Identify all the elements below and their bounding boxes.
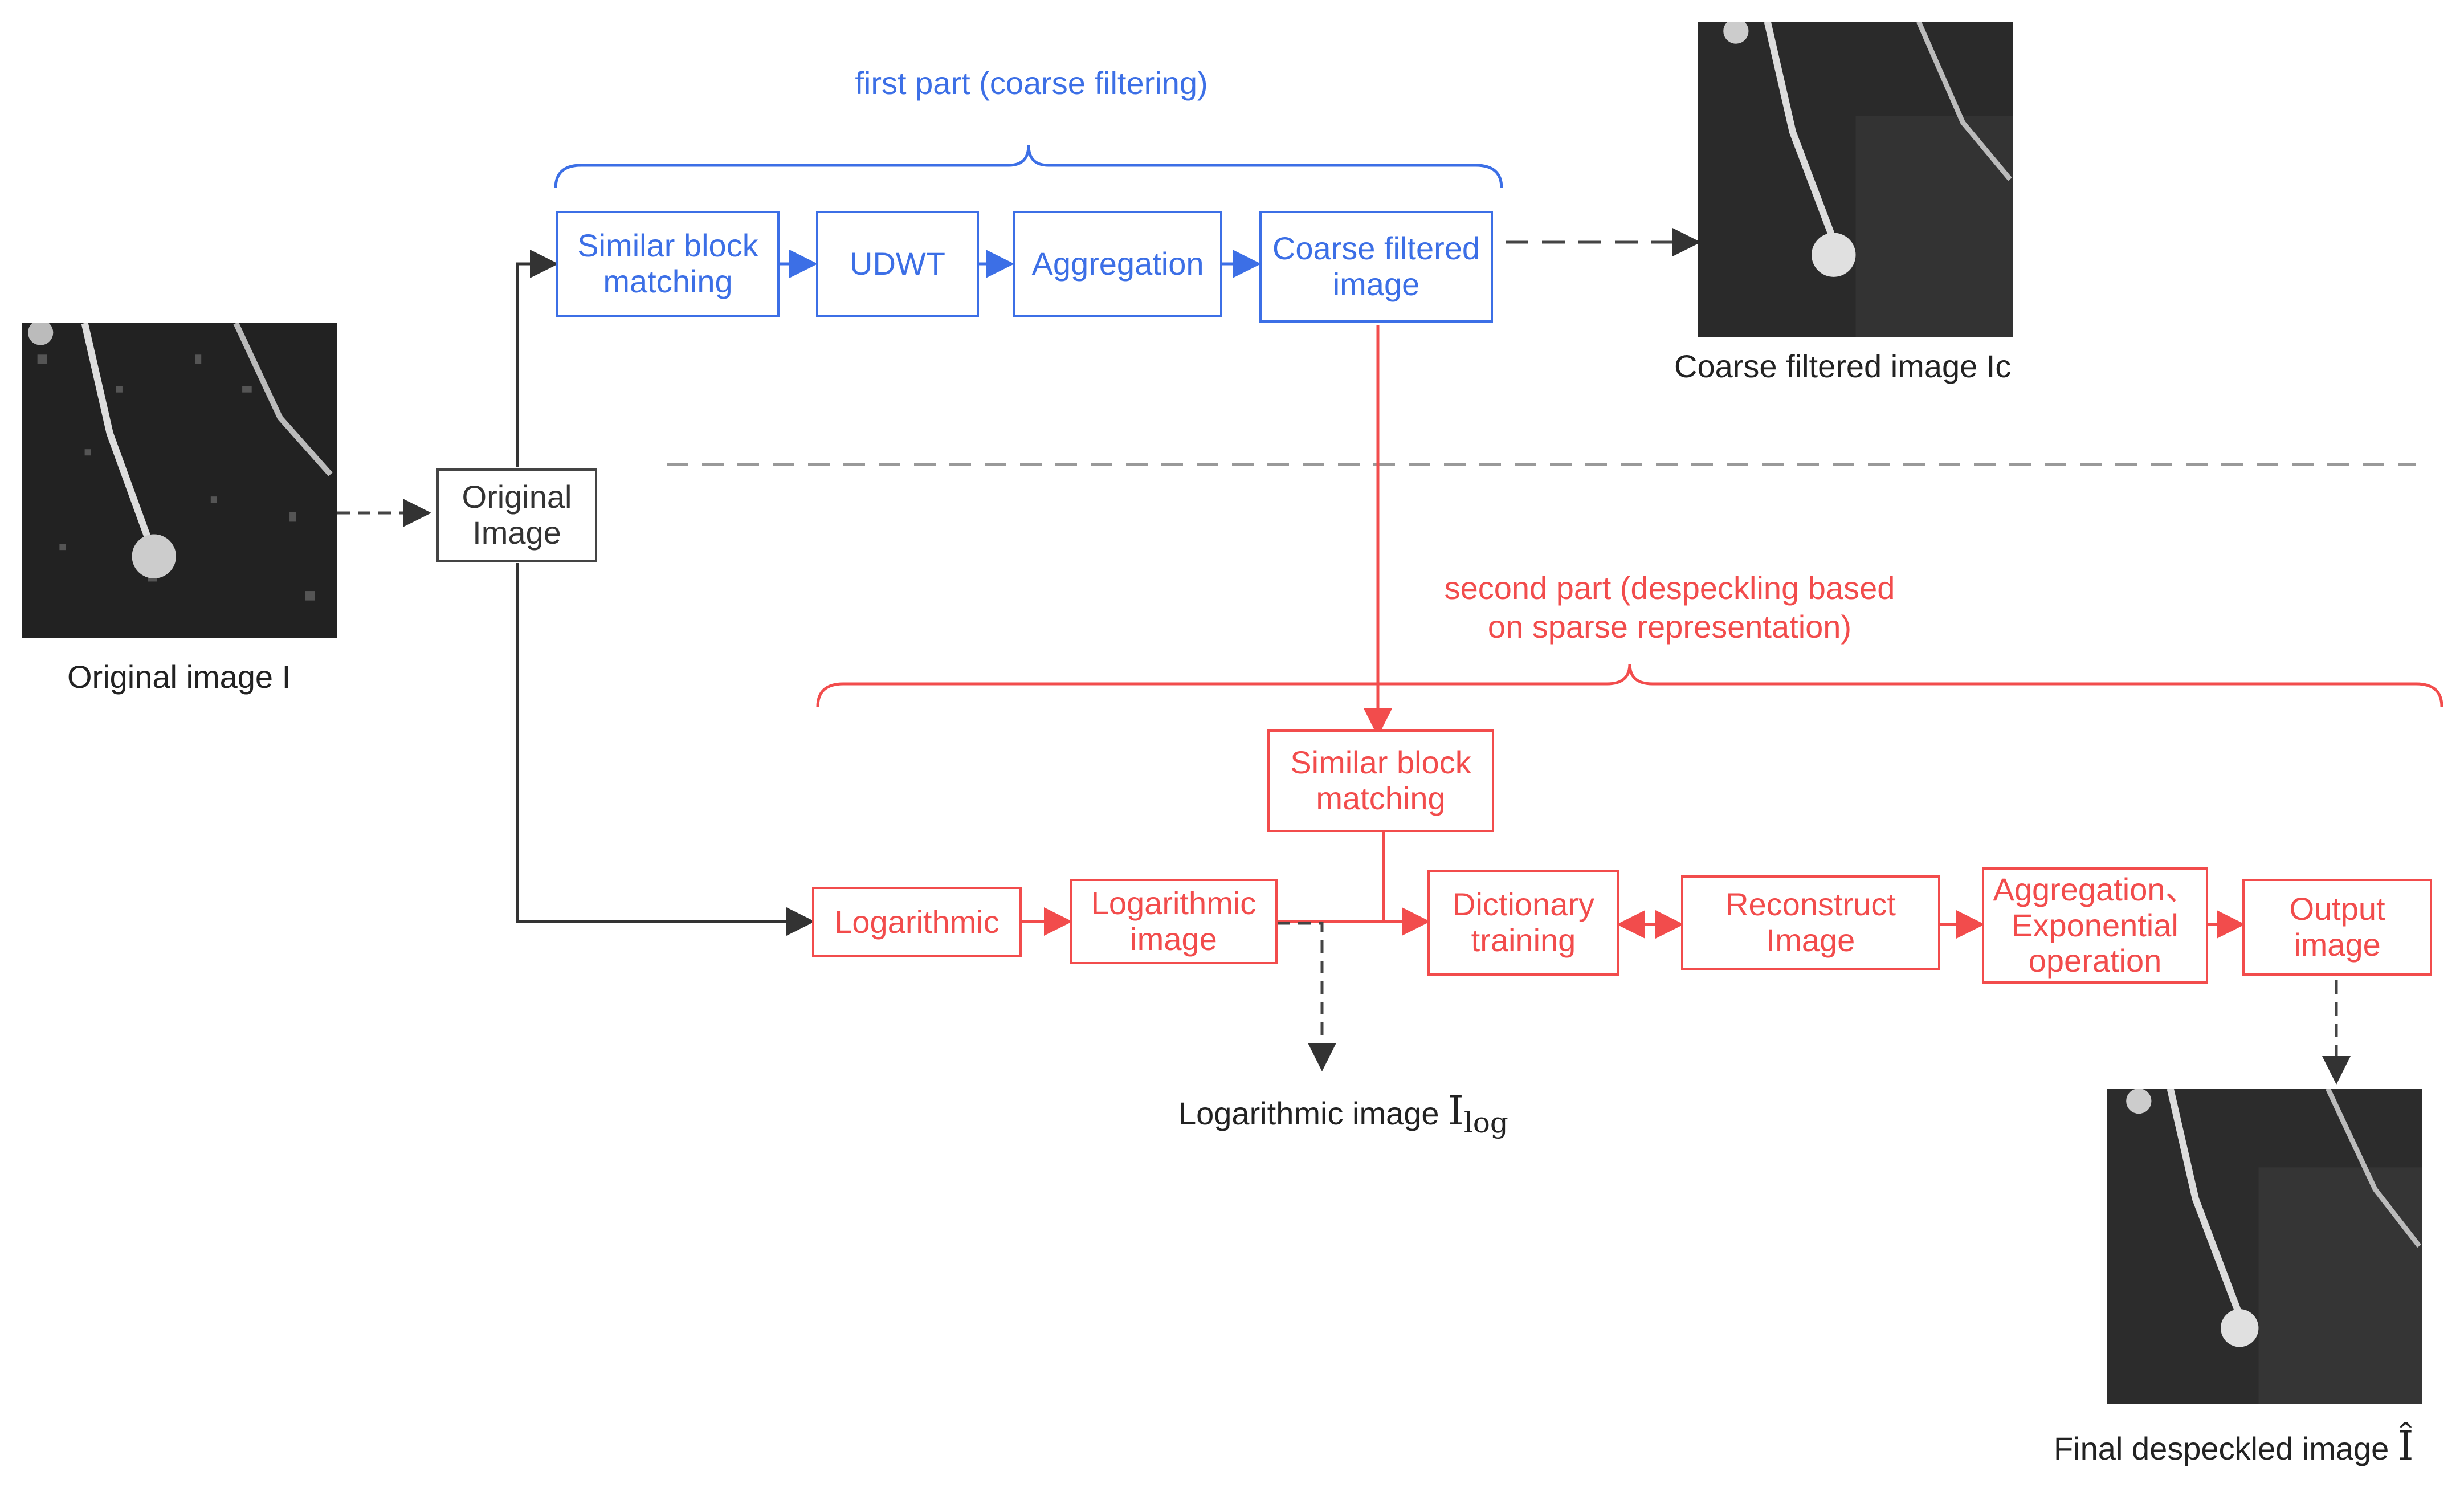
first-similar-block-box: Similar block matching [556, 211, 780, 317]
first-part-brace [554, 145, 1503, 189]
original-sar-image [22, 323, 337, 638]
dictionary-training-box: Dictionary training [1427, 870, 1619, 976]
logarithmic-image-box: Logarithmic image [1070, 879, 1278, 964]
reconstruct-image-box: Reconstruct Image [1681, 875, 1940, 970]
log-symbol: Ilog [1448, 1087, 1508, 1139]
second-part-title: second part (despeckling based on sparse… [1444, 570, 1895, 645]
original-image-box: Original Image [436, 468, 597, 562]
output-image-box: Output image [2242, 879, 2432, 976]
final-symbol: Î [2397, 1422, 2414, 1469]
arrow-original-to-logarithmic [516, 563, 815, 936]
coarse-filtered-photo [1698, 22, 2013, 337]
second-similar-block-box: Similar block matching [1267, 729, 1494, 832]
arrow-original-to-first-part [516, 250, 558, 467]
original-image-caption: Original image I [67, 659, 291, 695]
second-part-brace [816, 663, 2443, 707]
final-image-caption: Final despeckled image Î [2054, 1422, 2414, 1469]
udwt-box: UDWT [816, 211, 979, 317]
final-despeckled-photo [2107, 1089, 2422, 1404]
first-part-title: first part (coarse filtering) [855, 65, 1208, 101]
logarithmic-image-caption: Logarithmic image Ilog [1178, 1087, 1508, 1139]
coarse-image-caption: Coarse filtered image Ic [1674, 348, 2012, 384]
coarse-filtered-box: Coarse filtered image [1259, 211, 1493, 323]
arrow-logimage-to-caption [1278, 922, 1336, 1071]
final-caption-text: Final despeckled image [2054, 1430, 2398, 1466]
logarithmic-caption-text: Logarithmic image [1178, 1095, 1449, 1131]
logarithmic-box: Logarithmic [812, 887, 1022, 957]
aggregation-box: Aggregation [1013, 211, 1222, 317]
aggregation-exponential-box: Aggregation、 Exponential operation [1982, 867, 2208, 984]
